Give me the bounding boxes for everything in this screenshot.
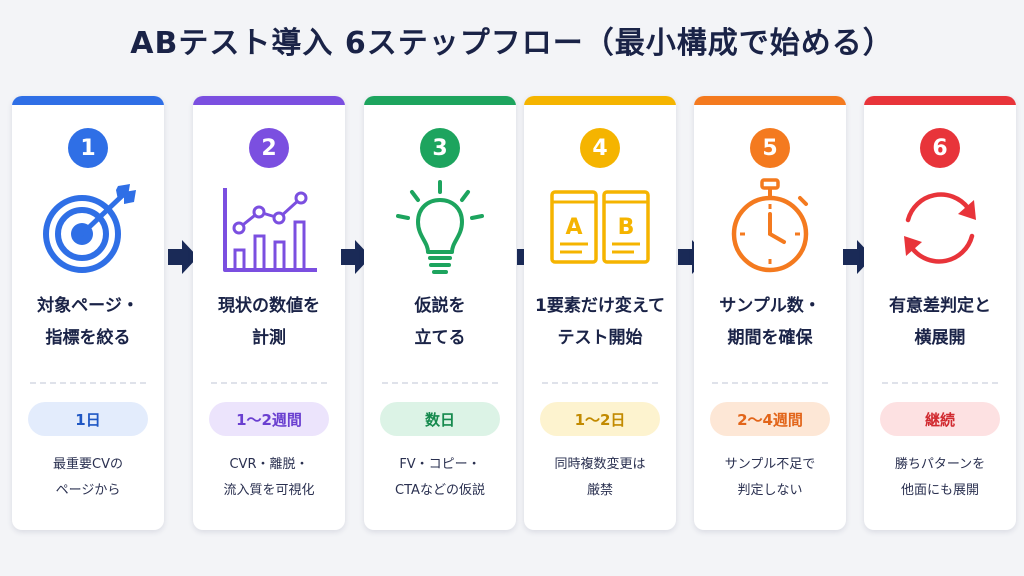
step-card-6: 6 有意差判定と 横展開 継続 勝ちパターンを 他面にも展開	[864, 96, 1016, 530]
step-note: サンプル不足で 判定しない	[724, 457, 816, 498]
step-color-bar	[12, 96, 164, 105]
flow-arrow-icon	[843, 240, 873, 274]
svg-text:A: A	[565, 215, 582, 240]
svg-text:B: B	[618, 215, 635, 240]
step-note: FV・コピー・ CTAなどの仮説	[395, 457, 485, 498]
step-title: 1要素だけ変えて テスト開始	[535, 296, 665, 348]
flow-arrow-icon	[168, 240, 198, 274]
step-number-badge: 4	[580, 128, 620, 168]
step-note: 同時複数変更は 厳禁	[554, 457, 646, 498]
step-title: サンプル数・ 期間を確保	[719, 296, 821, 348]
step-note: CVR・離脱・ 流入質を可視化	[223, 457, 315, 498]
duration-badge: 1〜2週間	[209, 402, 329, 436]
step-color-bar	[864, 96, 1016, 105]
page-title: ABテスト導入 6ステップフロー（最小構成で始める）	[130, 26, 894, 61]
duration-badge: 2〜4週間	[710, 402, 830, 436]
ab-pages-icon: A B	[550, 178, 650, 278]
step-color-bar	[193, 96, 345, 105]
step-title: 対象ページ・ 指標を絞る	[37, 296, 139, 348]
duration-badge: 1〜2日	[540, 402, 660, 436]
flow-arrow-icon	[678, 240, 708, 274]
step-title: 仮説を 立てる	[414, 296, 466, 348]
step-card-5: 5 サンプル数・ 期間を確保 2〜4週間 サンプル不足で 判定しない	[694, 96, 846, 530]
line-bar-chart-icon	[219, 178, 319, 278]
step-number-badge: 2	[249, 128, 289, 168]
divider	[712, 382, 828, 384]
duration-badge: 数日	[380, 402, 500, 436]
step-color-bar	[364, 96, 516, 105]
cycle-arrows-icon	[890, 178, 990, 278]
step-card-4: 4 A B 1要素だけ変えて テスト開始 1〜2日 同時複数変更は 厳禁	[524, 96, 676, 530]
lightbulb-icon	[390, 178, 490, 278]
step-number-badge: 3	[420, 128, 460, 168]
step-number-badge: 5	[750, 128, 790, 168]
divider	[30, 382, 146, 384]
step-color-bar	[694, 96, 846, 105]
divider	[882, 382, 998, 384]
target-icon	[38, 178, 138, 278]
flow-arrow-icon	[341, 240, 371, 274]
step-card-2: 2 現状の数値を 計測 1〜2週間 CVR・離脱・ 流入質を可視化	[193, 96, 345, 530]
divider	[211, 382, 327, 384]
step-color-bar	[524, 96, 676, 105]
stopwatch-icon	[720, 178, 820, 278]
duration-badge: 継続	[880, 402, 1000, 436]
step-title: 有意差判定と 横展開	[889, 296, 991, 348]
divider	[542, 382, 658, 384]
divider	[382, 382, 498, 384]
step-card-1: 1 対象ページ・ 指標を絞る 1日 最重要CVの ページから	[12, 96, 164, 530]
step-note: 勝ちパターンを 他面にも展開	[894, 457, 986, 498]
duration-badge: 1日	[28, 402, 148, 436]
step-number-badge: 6	[920, 128, 960, 168]
step-card-3: 3 仮説を 立てる 数日 FV・コピー・ CTAなどの仮説	[364, 96, 516, 530]
step-note: 最重要CVの ページから	[53, 457, 123, 498]
step-title: 現状の数値を 計測	[218, 296, 320, 348]
step-number-badge: 1	[68, 128, 108, 168]
